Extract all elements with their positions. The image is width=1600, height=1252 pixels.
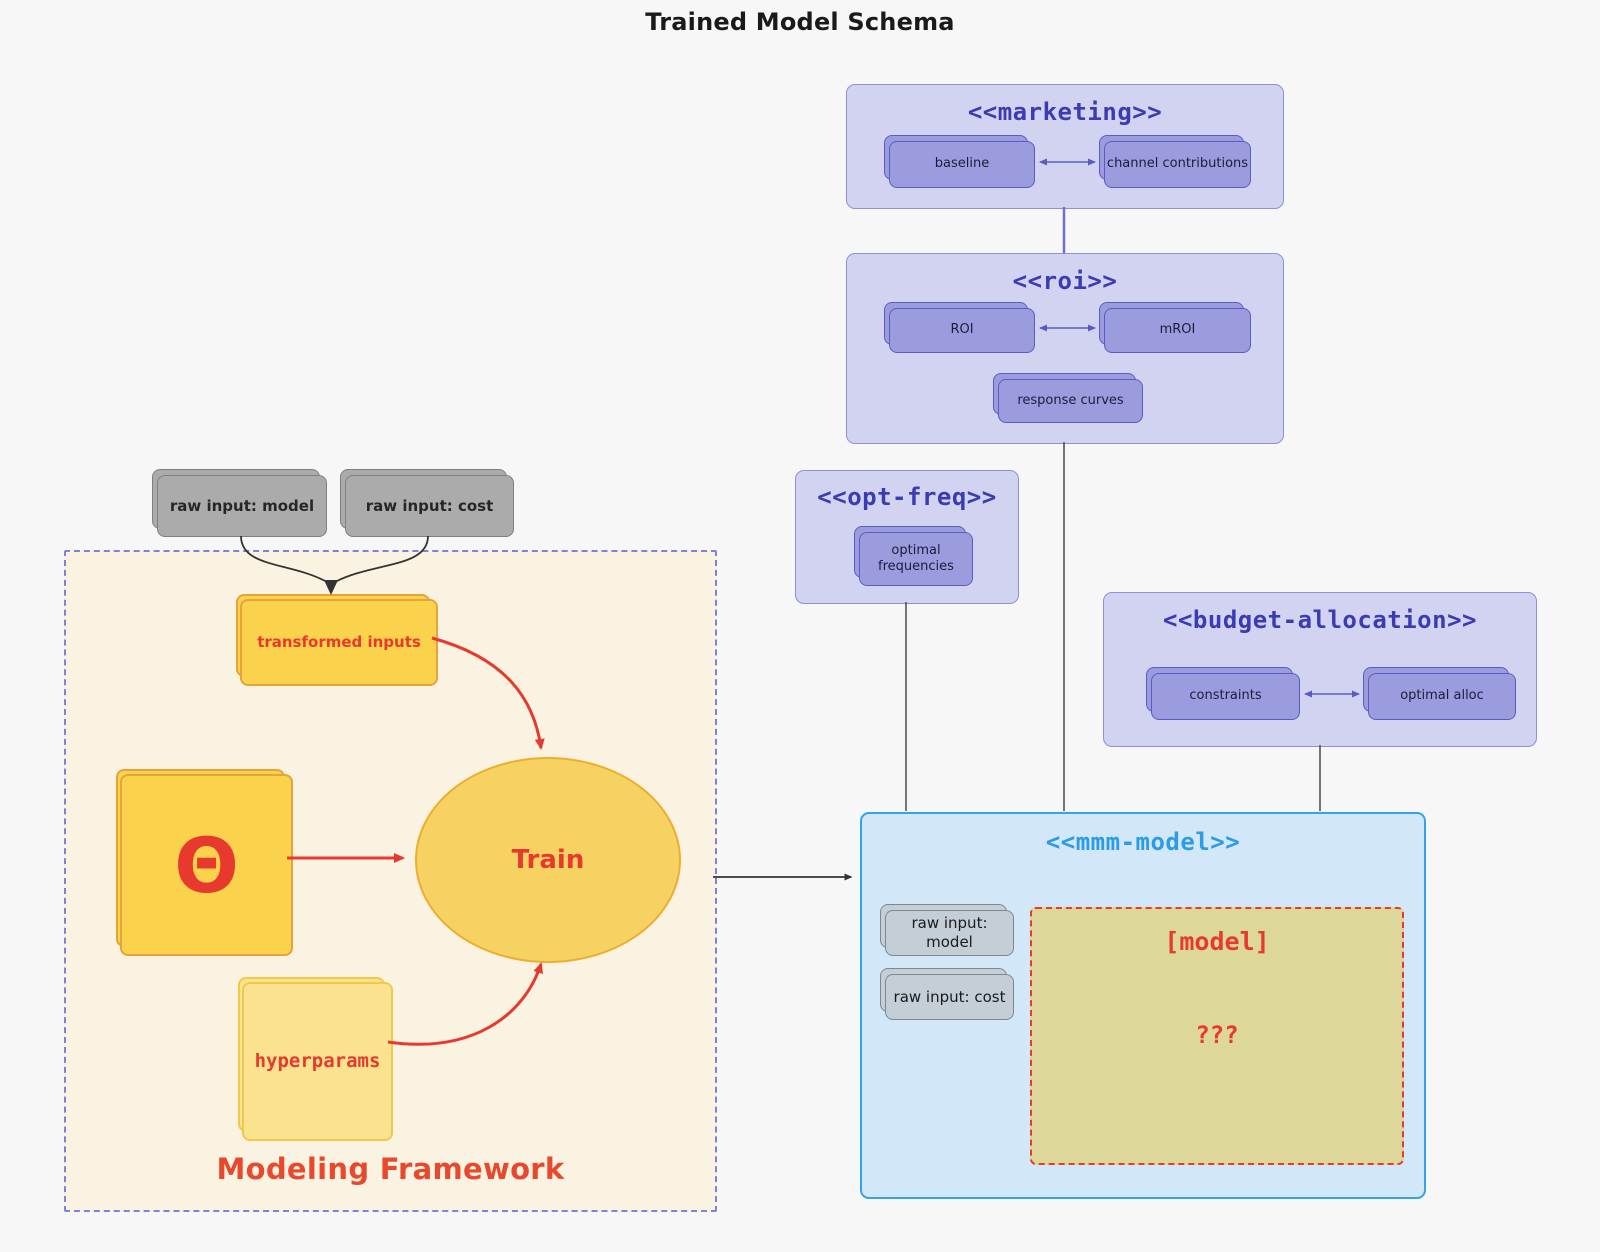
node-raw-input-model: raw input: model [157,475,327,537]
node-baseline-label: baseline [934,156,990,172]
node-mroi: mROI [1104,308,1251,353]
node-raw-input-model-mmm-label: raw input: model [911,914,988,951]
node-channel-contributions-label: channel contributions [1106,156,1249,172]
node-roi: ROI [889,308,1035,353]
node-hyperparams: hyperparams [242,982,393,1141]
node-baseline: baseline [889,141,1035,188]
node-roi-label: ROI [950,322,974,338]
model-placeholder-label: [model] [1164,927,1270,956]
node-response-curves-label: response curves [1017,392,1124,408]
node-channel-contributions: channel contributions [1104,141,1251,188]
node-constraints: constraints [1151,673,1300,720]
node-optimal-alloc: optimal alloc [1368,673,1516,720]
node-optimal-frequencies: optimal frequencies [859,532,973,586]
node-raw-input-cost-label: raw input: cost [365,496,494,515]
node-hyperparams-label: hyperparams [254,1049,381,1072]
node-optimal-frequencies-label: optimal frequencies [878,542,954,574]
node-raw-input-cost-mmm-label: raw input: cost [893,987,1006,1006]
node-raw-input-model-label: raw input: model [169,496,315,515]
subgraph-mmm-model-title: <<mmm-model>> [1045,828,1241,856]
model-placeholder-question: ??? [1195,1021,1239,1049]
subgraph-roi-title: <<roi>> [1012,267,1118,295]
node-raw-input-cost: raw input: cost [345,475,514,537]
subgraph-budget-allocation: <<budget-allocation>> constraints optima… [1103,592,1537,747]
framework-label: Modeling Framework [216,1152,565,1186]
node-transformed-inputs: transformed inputs [240,599,438,686]
node-train: Train [415,757,681,963]
diagram-title: Trained Model Schema [645,8,955,36]
node-raw-input-cost-mmm: raw input: cost [885,974,1014,1020]
subgraph-marketing: <<marketing>> baseline channel contribut… [846,84,1284,209]
subgraph-budget-allocation-title: <<budget-allocation>> [1163,606,1477,634]
subgraph-roi: <<roi>> ROI mROI response curves [846,253,1284,444]
subgraph-opt-freq-title: <<opt-freq>> [817,483,997,511]
node-optimal-alloc-label: optimal alloc [1400,688,1484,704]
node-raw-input-model-mmm: raw input: model [885,910,1014,956]
node-theta-label: Θ [174,820,239,910]
node-transformed-inputs-label: transformed inputs [257,633,421,652]
subgraph-marketing-title: <<marketing>> [967,98,1163,126]
subgraph-mmm-model: <<mmm-model>> raw input: model raw input… [860,812,1426,1199]
subgraph-opt-freq: <<opt-freq>> optimal frequencies [795,470,1019,604]
node-theta: Θ [120,774,293,956]
node-mroi-label: mROI [1159,322,1196,338]
node-response-curves: response curves [998,379,1143,423]
model-placeholder-box: [model] ??? [1030,907,1404,1165]
node-train-label: Train [511,845,585,875]
framework-container: transformed inputs Θ Train hyperparams M… [64,550,717,1212]
node-constraints-label: constraints [1189,688,1262,704]
